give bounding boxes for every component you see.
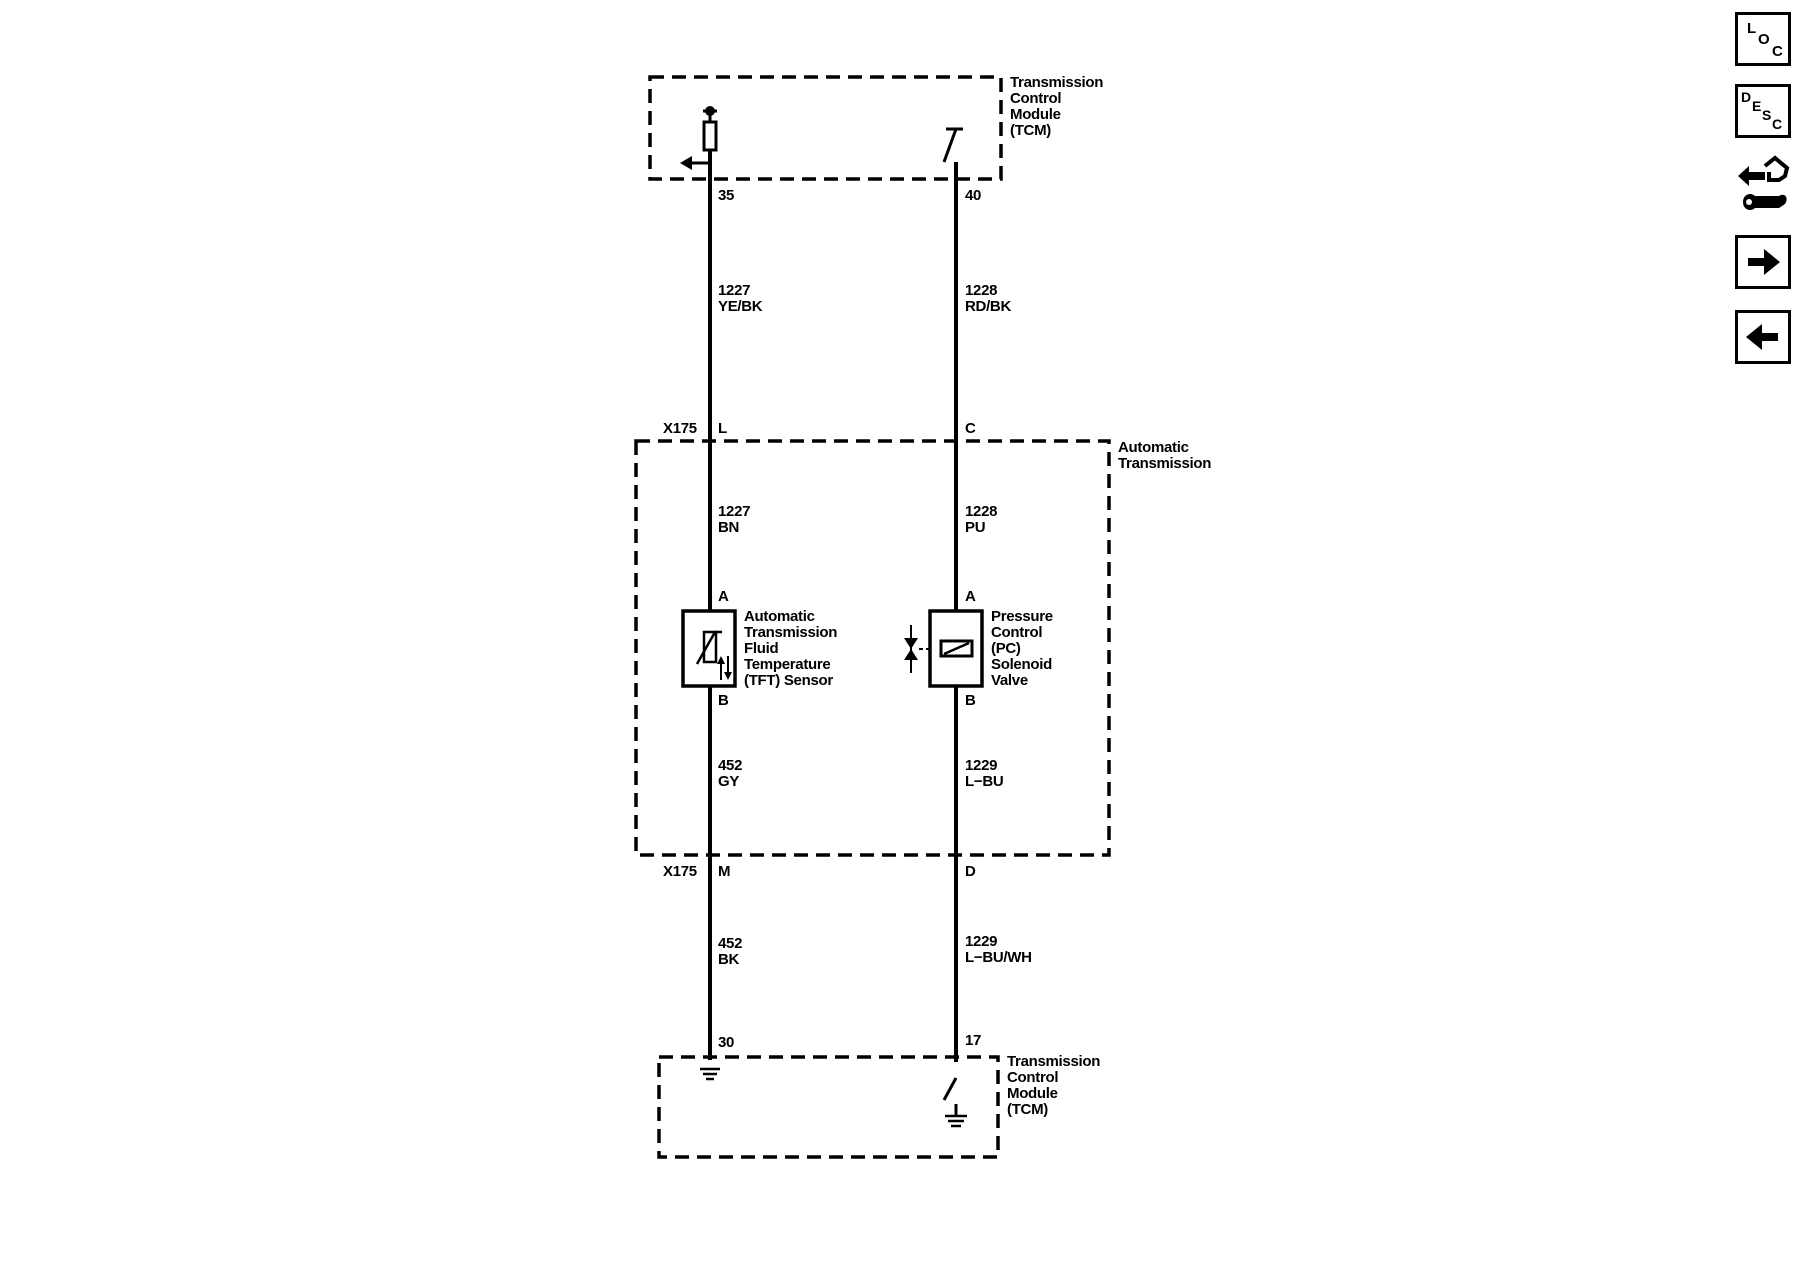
wire-1228-pu-color: PU <box>965 519 985 536</box>
tcm-bottom-label-line: (TCM) <box>1007 1101 1048 1118</box>
pc-solenoid-label-line: (PC) <box>991 640 1021 657</box>
pc-solenoid-label-line: Pressure <box>991 608 1053 625</box>
wire-1229-lbu-color: L−BU <box>965 773 1003 790</box>
connector-pin-c: C <box>965 420 976 437</box>
previous-button[interactable] <box>1735 310 1791 364</box>
ground-icon <box>700 1067 720 1081</box>
wire-452-gy-number: 452 <box>718 757 742 774</box>
tcm-bottom-boundary <box>657 1055 1000 1159</box>
loc-letter: O <box>1758 31 1770 48</box>
tft-sensor-label-line: Transmission <box>744 624 837 641</box>
tft-sensor-label-line: (TFT) Sensor <box>744 672 833 689</box>
wrench-arrow-icon <box>1738 155 1790 210</box>
tcm-resistor-symbol <box>686 106 718 165</box>
tcm-top-boundary <box>648 75 1003 181</box>
wire-1227-color: YE/BK <box>718 298 763 315</box>
wire-1229-lbuwh-number: 1229 <box>965 933 997 950</box>
connector-x175-bottom: X175 <box>663 863 697 880</box>
tcm-low-side-switch-symbol <box>942 1077 958 1116</box>
tcm-bottom-label-line: Module <box>1007 1085 1058 1102</box>
loc-letter: L <box>1747 20 1756 37</box>
tcm-top-label: Transmission Control Module (TCM) <box>1010 74 1104 139</box>
tcm-bottom-label: Transmission Control Module (TCM) <box>1007 1053 1101 1118</box>
tft-pin-b: B <box>718 692 729 709</box>
desc-letter: C <box>1772 116 1782 132</box>
wire-452-bk-number: 452 <box>718 935 742 952</box>
connector-pin-l: L <box>718 420 727 437</box>
pc-solenoid-label-line: Valve <box>991 672 1028 689</box>
tft-sensor <box>681 609 737 688</box>
wire-1227-number: 1227 <box>718 282 750 299</box>
tft-pin-a: A <box>718 588 729 605</box>
automatic-transmission-label: Transmission <box>1118 455 1211 472</box>
desc-letter: D <box>1741 89 1751 105</box>
pc-solenoid-label: Pressure Control (PC) Solenoid Valve <box>991 608 1053 689</box>
connector-x175-top: X175 <box>663 420 697 437</box>
desc-letter: S <box>1762 107 1771 123</box>
pc-pin-b: B <box>965 692 976 709</box>
automatic-transmission-label: Automatic <box>1118 439 1189 456</box>
loc-button[interactable]: L O C <box>1735 12 1791 66</box>
tcm-bottom-label-line: Control <box>1007 1069 1058 1086</box>
pc-solenoid-valve <box>904 609 984 688</box>
tcm-top-label-line: Module <box>1010 106 1061 123</box>
tft-sensor-label-line: Temperature <box>744 656 830 673</box>
wire-1228-pu-number: 1228 <box>965 503 997 520</box>
pin-17: 17 <box>965 1032 981 1049</box>
ground-icon <box>945 1114 967 1128</box>
pc-pin-a: A <box>965 588 976 605</box>
desc-letter: E <box>1752 98 1761 114</box>
tft-sensor-label: Automatic Transmission Fluid Temperature… <box>744 608 838 689</box>
tcm-top-label-line: (TCM) <box>1010 122 1051 139</box>
wire-1229-lbuwh-color: L−BU/WH <box>965 949 1032 966</box>
wire-452-bk-color: BK <box>718 951 740 968</box>
tcm-bottom-label-line: Transmission <box>1007 1053 1100 1070</box>
tft-sensor-label-line: Automatic <box>744 608 815 625</box>
connector-pin-d: D <box>965 863 976 880</box>
pin-40: 40 <box>965 187 981 204</box>
pc-solenoid-label-line: Control <box>991 624 1042 641</box>
pin-30: 30 <box>718 1034 734 1051</box>
desc-button[interactable]: D E S C <box>1735 84 1791 138</box>
pin-35: 35 <box>718 187 734 204</box>
connector-pin-m: M <box>718 863 730 880</box>
next-button[interactable] <box>1735 235 1791 289</box>
loc-letter: C <box>1772 43 1783 60</box>
wire-1228-color: RD/BK <box>965 298 1011 315</box>
tft-sensor-label-line: Fluid <box>744 640 778 657</box>
arrow-right-icon <box>1748 249 1780 275</box>
tcm-top-label-line: Control <box>1010 90 1061 107</box>
tcm-input-arrow-icon <box>680 156 692 170</box>
tcm-switch-symbol <box>942 127 963 163</box>
wire-452-gy-color: GY <box>718 773 739 790</box>
automatic-transmission-boundary <box>634 439 1111 857</box>
arrow-left-icon <box>1746 324 1778 350</box>
wire-1228-number: 1228 <box>965 282 997 299</box>
wire-1227-bn-color: BN <box>718 519 739 536</box>
tcm-top-label-line: Transmission <box>1010 74 1103 91</box>
wire-1229-lbu-number: 1229 <box>965 757 997 774</box>
pc-solenoid-label-line: Solenoid <box>991 656 1052 673</box>
wire-1227-bn-number: 1227 <box>718 503 750 520</box>
diagnostic-button[interactable] <box>1735 154 1791 216</box>
